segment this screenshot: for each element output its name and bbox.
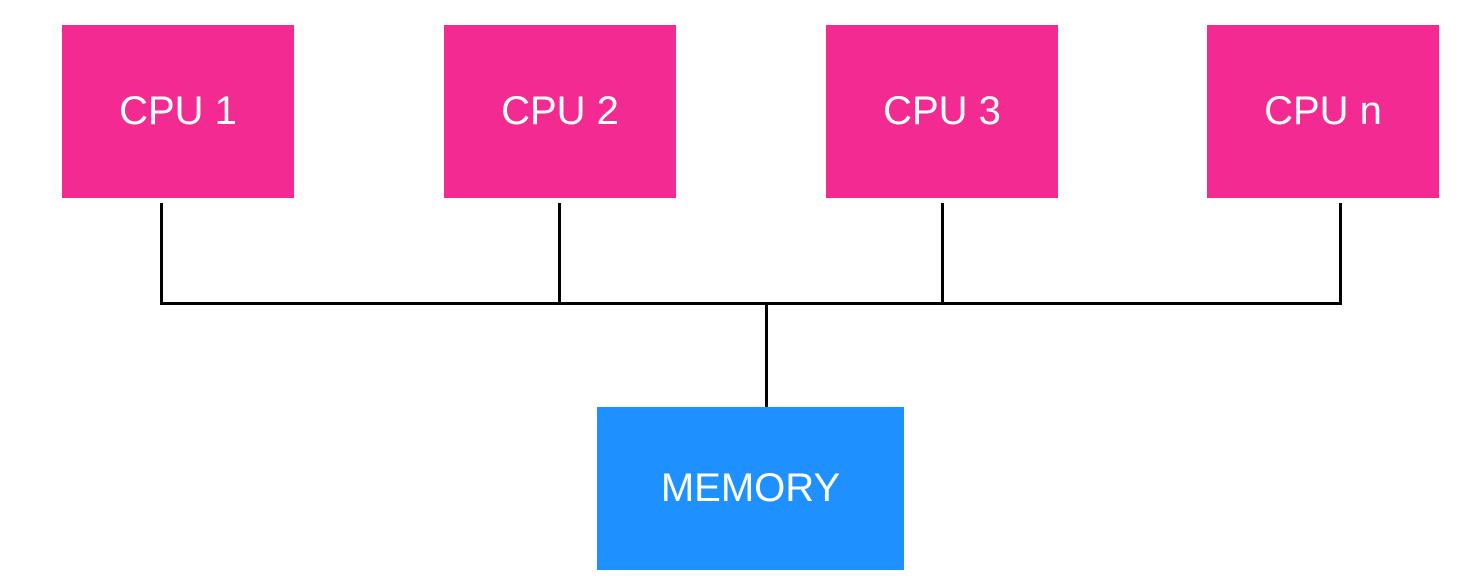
cpu-1-label: CPU 1 (119, 89, 237, 133)
cpu-2-label: CPU 2 (501, 89, 619, 133)
cpu-n-box: CPU n (1207, 25, 1439, 198)
connector-cpu-2 (558, 203, 561, 305)
memory-box: MEMORY (597, 407, 904, 570)
connector-cpu-n (1339, 203, 1342, 305)
cpu-1-box: CPU 1 (62, 25, 294, 198)
memory-label: MEMORY (660, 466, 841, 510)
connector-memory (765, 302, 768, 407)
connector-cpu-3 (941, 203, 944, 305)
cpu-3-box: CPU 3 (826, 25, 1058, 198)
cpu-3-label: CPU 3 (883, 89, 1001, 133)
connector-cpu-1 (160, 203, 163, 305)
cpu-n-label: CPU n (1264, 89, 1382, 133)
shared-bus (160, 302, 1342, 305)
cpu-2-box: CPU 2 (444, 25, 676, 198)
